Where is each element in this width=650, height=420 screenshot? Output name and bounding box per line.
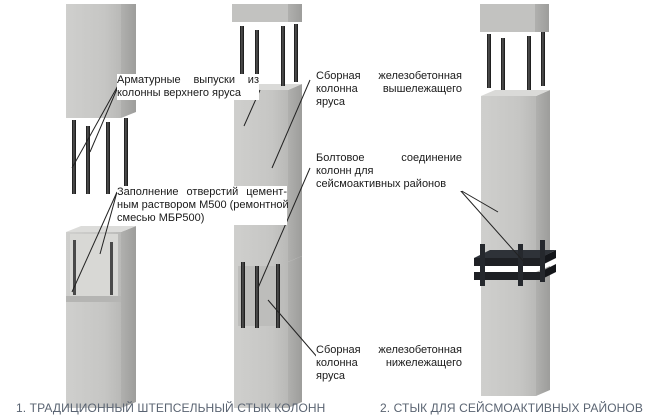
annotation-line: колонна вышележащего [316,83,462,95]
caption-traditional-joint: 1. ТРАДИЦИОННЫЙ ШТЕПСЕЛЬНЫЙ СТЫК КОЛОНН [16,401,326,415]
annotation-mortar-fill: Заполнение отверстий цемент- ным раствор… [117,186,289,225]
annotation-line: смесью МБР500) [117,212,205,224]
column-3-upper-segment [481,90,550,262]
annotation-line: Сборная железобетонная [316,344,462,356]
annotation-line: Сборная железобетонная [316,70,462,82]
annotation-line: колонны верхнего яруса [117,87,241,99]
annotation-line: яруса [316,370,345,382]
column-2-top-rebar [240,24,298,86]
annotation-rebar-outlets: Арматурные выпуски из колонны верхнего я… [117,74,259,100]
leader-lines [71,79,525,359]
column-1-lower-segment [66,226,136,408]
caption-seismic-joint: 2. СТЫК ДЛЯ СЕЙСМОАКТИВНЫХ РАЙОНОВ [380,401,643,415]
column-1-upper-segment [66,4,136,118]
column-3-lower-segment [481,266,550,396]
annotation-line: ным раствором М500 (ремонтной [117,199,289,211]
column-3-top-rebar [487,32,545,90]
annotation-line: яруса [316,96,345,108]
annotation-line: колонна нижележащего [316,357,462,369]
annotation-bolted-joint: Болтовое соединение колонн для сейсмоакт… [316,152,462,191]
column-1-rebar-outlets [72,118,128,194]
column-2-lower-segment [234,256,302,408]
annotation-line: колонн для [316,165,374,177]
annotation-line: Арматурные выпуски из [117,74,259,86]
annotation-line: сейсмоактивных районов [316,178,447,190]
annotation-upper-column: Сборная железобетонная колонна вышележащ… [316,70,462,109]
column-3-top-segment [480,4,549,32]
bolted-joint-plates [474,240,556,286]
annotation-lower-column: Сборная железобетонная колонна нижележащ… [316,344,462,383]
annotation-line: Заполнение отверстий цемент- [117,186,287,198]
annotation-line: Болтовое соединение [316,152,462,164]
